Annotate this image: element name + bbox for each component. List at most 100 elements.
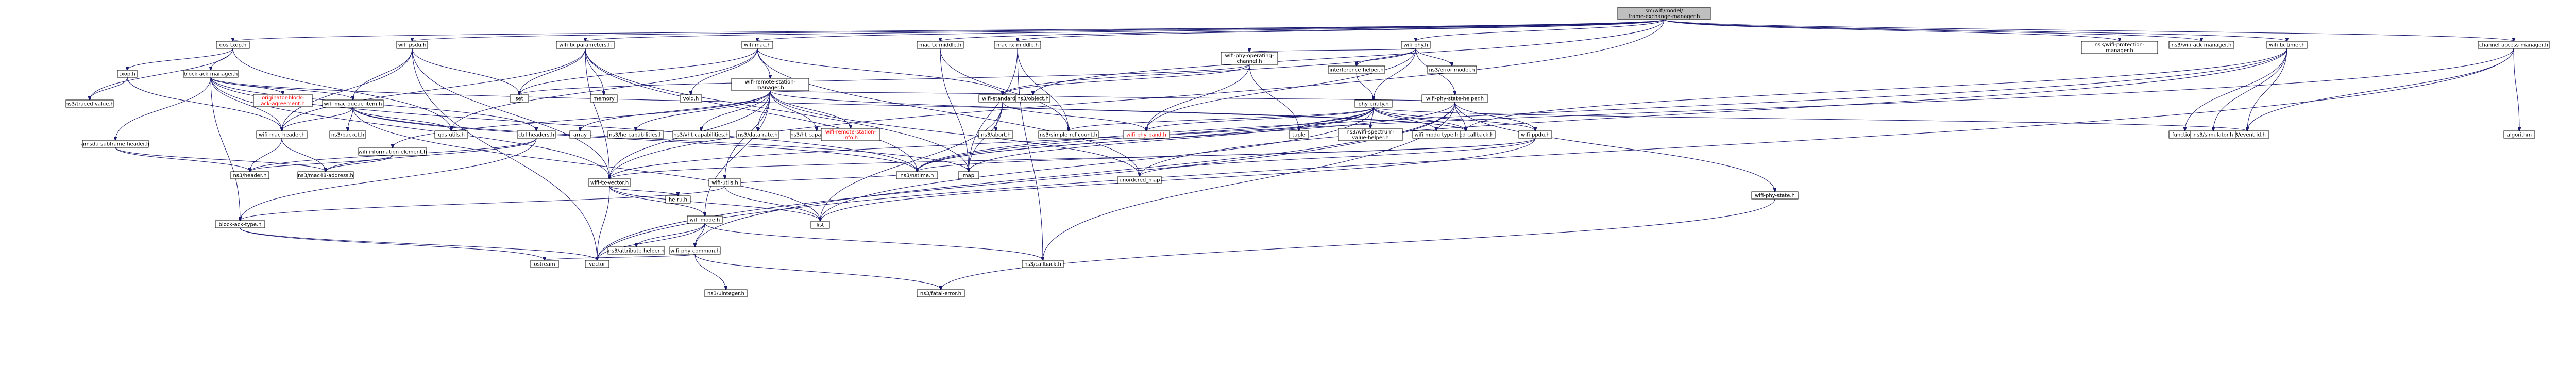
node-txop[interactable]: txop.h: [117, 70, 138, 78]
node-box-memory: [590, 94, 618, 103]
node-wifi-prot-mgr[interactable]: ns3/wifi-protection-manager.h: [2081, 41, 2158, 54]
node-ns3-attribute-helper[interactable]: ns3/attribute-helper.h: [607, 246, 665, 255]
edge-root-to-wifi-prot-mgr: [1664, 19, 2120, 41]
node-wifi-phy-state-helper[interactable]: wifi-phy-state-helper.h: [1421, 94, 1488, 103]
node-box-qos-txop: [216, 41, 250, 49]
node-ns3-data-rate[interactable]: ns3/data-rate.h: [736, 130, 779, 139]
node-box-block-ack-type: [215, 220, 265, 228]
node-interference-helper[interactable]: interference-helper.h: [1328, 65, 1385, 74]
node-label-wifi-ack-mgr: ns3/wifi-ack-manager.h: [2172, 43, 2232, 48]
node-label-block-ack-type: block-ack-type.h: [218, 222, 261, 228]
node-box-wifi-phy-state: [1751, 191, 1799, 200]
node-wifi-mode[interactable]: wifi-mode.h: [687, 215, 723, 224]
node-wifi-phy-common[interactable]: wifi-phy-common.h: [669, 246, 721, 255]
node-box-list: [810, 221, 830, 229]
node-ns3-error-model[interactable]: ns3/error-model.h: [1427, 65, 1477, 74]
node-array[interactable]: array: [569, 130, 591, 139]
node-orig-block-ack[interactable]: originator-block-ack-agreement.h: [253, 94, 313, 107]
node-wifi-mac[interactable]: wifi-mac.h: [741, 41, 773, 49]
node-wifi-utils[interactable]: wifi-utils.h: [708, 178, 741, 187]
node-wifi-phy-band[interactable]: wifi-phy-band.h: [1123, 130, 1170, 139]
node-wifi-ppdu[interactable]: wifi-ppdu.h: [1518, 130, 1552, 139]
node-ctrl-headers[interactable]: ctrl-headers.h: [517, 130, 556, 139]
node-ns3-uinteger[interactable]: ns3/uinteger.h: [704, 289, 748, 297]
node-ns3-simple-ref-count[interactable]: ns3/simple-ref-count.h: [1038, 130, 1099, 139]
node-wifi-phy[interactable]: wifi-phy.h: [1401, 41, 1431, 49]
node-wifi-tx-vector[interactable]: wifi-tx-vector.h: [588, 178, 631, 187]
node-block-ack-type[interactable]: block-ack-type.h: [215, 220, 265, 228]
node-wifi-ack-mgr[interactable]: ns3/wifi-ack-manager.h: [2168, 41, 2234, 49]
node-ns3-header[interactable]: ns3/header.h: [230, 171, 269, 179]
dependency-edges: [90, 19, 2519, 290]
edge-wifi-phy-to-wifi-phy-op-channel: [1249, 48, 1416, 52]
node-box-wifi-phy-op-channel: [1221, 52, 1278, 65]
edge-block-ack-mgr-to-wifi-mac-header: [210, 77, 282, 131]
node-phy-entity[interactable]: phy-entity.h: [1354, 99, 1393, 108]
node-box-wifi-tx-timer: [2266, 41, 2308, 49]
node-vht-capabilities[interactable]: ns3/vht-capabilities.h: [672, 130, 730, 139]
node-chan-access[interactable]: channel-access-manager.h: [2478, 41, 2550, 49]
node-ns3-callback[interactable]: ns3/callback.h: [1022, 260, 1064, 268]
edge-mac-rx-mw-to-map: [969, 48, 1018, 172]
node-wifi-tx-timer[interactable]: wifi-tx-timer.h: [2266, 41, 2308, 49]
node-he-capabilities[interactable]: ns3/he-capabilities.h: [607, 130, 664, 139]
node-wifi-info-elem[interactable]: wifi-information-element.h: [358, 147, 427, 156]
node-wifi-remote-station-mgr[interactable]: wifi-remote-station-manager.h: [731, 78, 809, 91]
node-qos-txop[interactable]: qos-txop.h: [216, 41, 250, 49]
node-mac-rx-mw[interactable]: mac-rx-middle.h: [994, 41, 1041, 49]
node-label-mac-tx-mw: mac-tx-middle.h: [919, 43, 961, 48]
node-box-wifi-phy-band: [1123, 130, 1170, 139]
node-set[interactable]: set: [510, 94, 529, 103]
node-map[interactable]: map: [958, 171, 979, 179]
node-label-wifi-phy-common: wifi-phy-common.h: [670, 248, 720, 254]
node-algorithm[interactable]: algorithm: [2503, 130, 2535, 139]
node-label-wifi-mpdu-type: wifi-mpdu-type.h: [1414, 132, 1458, 138]
edge-mac-rx-mw-to-ns3-callback: [1017, 48, 1043, 260]
node-wifi-mpdu-type[interactable]: wifi-mpdu-type.h: [1412, 130, 1461, 139]
node-label-list: list: [817, 223, 824, 228]
node-label-ns3-data-rate: ns3/data-rate.h: [738, 132, 777, 138]
node-wifi-psdu[interactable]: wifi-psdu.h: [396, 41, 428, 49]
node-wifi-tx-params[interactable]: wifi-tx-parameters.h: [556, 41, 615, 49]
node-root[interactable]: src/wifi/model/frame-exchange-manager.h: [1617, 7, 1711, 20]
edge-chan-access-to-ns3-nstime: [917, 48, 2514, 172]
node-label-wifi-tx-vector: wifi-tx-vector.h: [590, 180, 629, 186]
edge-root-to-wifi-mac: [757, 19, 1665, 41]
node-label-amsdu-subframe: amsdu-subframe-header.h: [81, 142, 149, 147]
node-ns3-object[interactable]: ns3/object.h: [1015, 94, 1050, 103]
edge-txop-to-wifi-mac-header: [127, 77, 282, 131]
node-block-ack-mgr[interactable]: block-ack-manager.h: [183, 70, 239, 78]
edge-wifi-standards-to-ns3-abort: [996, 102, 1003, 131]
edge-chan-access-to-ns3-event-id: [2247, 48, 2514, 131]
node-traced-value[interactable]: ns3/traced-value.h: [65, 99, 114, 108]
node-void[interactable]: void.h: [680, 94, 702, 103]
node-list[interactable]: list: [810, 221, 830, 229]
node-wifi-mac-queue-item[interactable]: wifi-mac-queue-item.h: [322, 99, 384, 108]
edge-phy-entity-to-wifi-phy-band: [1146, 107, 1374, 131]
node-wifi-phy-state[interactable]: wifi-phy-state.h: [1751, 191, 1799, 200]
node-vector[interactable]: vector: [585, 260, 609, 268]
node-ns3-nstime[interactable]: ns3/nstime.h: [896, 171, 938, 179]
node-box-array: [569, 130, 591, 139]
node-amsdu-subframe[interactable]: amsdu-subframe-header.h: [81, 140, 149, 148]
node-wifi-phy-op-channel[interactable]: wifi-phy-operating-channel.h: [1221, 52, 1278, 65]
node-spectrum-value-helper[interactable]: ns3/wifi-spectrum-value-helper.h: [1338, 128, 1403, 141]
node-ns3-simulator[interactable]: ns3/simulator.h: [2190, 130, 2236, 139]
edge-wifi-tx-params-to-ns3-nstime: [585, 48, 917, 172]
node-box-wifi-info-elem: [358, 147, 427, 156]
node-mac48[interactable]: ns3/mac48-address.h: [297, 171, 354, 179]
node-wifi-mac-header[interactable]: wifi-mac-header.h: [256, 130, 308, 139]
node-mac-tx-mw[interactable]: mac-tx-middle.h: [917, 41, 964, 49]
node-wifi-remote-station-info[interactable]: wifi-remote-station-info.h: [821, 128, 880, 141]
node-unordered-map[interactable]: unordered_map: [1117, 176, 1162, 184]
node-ns3-packet[interactable]: ns3/packet.h: [329, 130, 366, 139]
node-ns3-event-id[interactable]: ns3/event-id.h: [2225, 130, 2269, 139]
node-tuple[interactable]: tuple: [1289, 130, 1309, 139]
node-qos-utils[interactable]: qos-utils.h: [434, 130, 468, 139]
node-wifi-standards[interactable]: wifi-standards.h: [978, 94, 1027, 103]
node-ns3-fatal-error[interactable]: ns3/fatal-error.h: [917, 289, 965, 297]
node-ns3-abort[interactable]: ns3/abort.h: [978, 130, 1013, 139]
node-he-ru[interactable]: he-ru.h: [665, 195, 691, 204]
node-ostream[interactable]: ostream: [530, 260, 559, 268]
node-memory[interactable]: memory: [590, 94, 618, 103]
